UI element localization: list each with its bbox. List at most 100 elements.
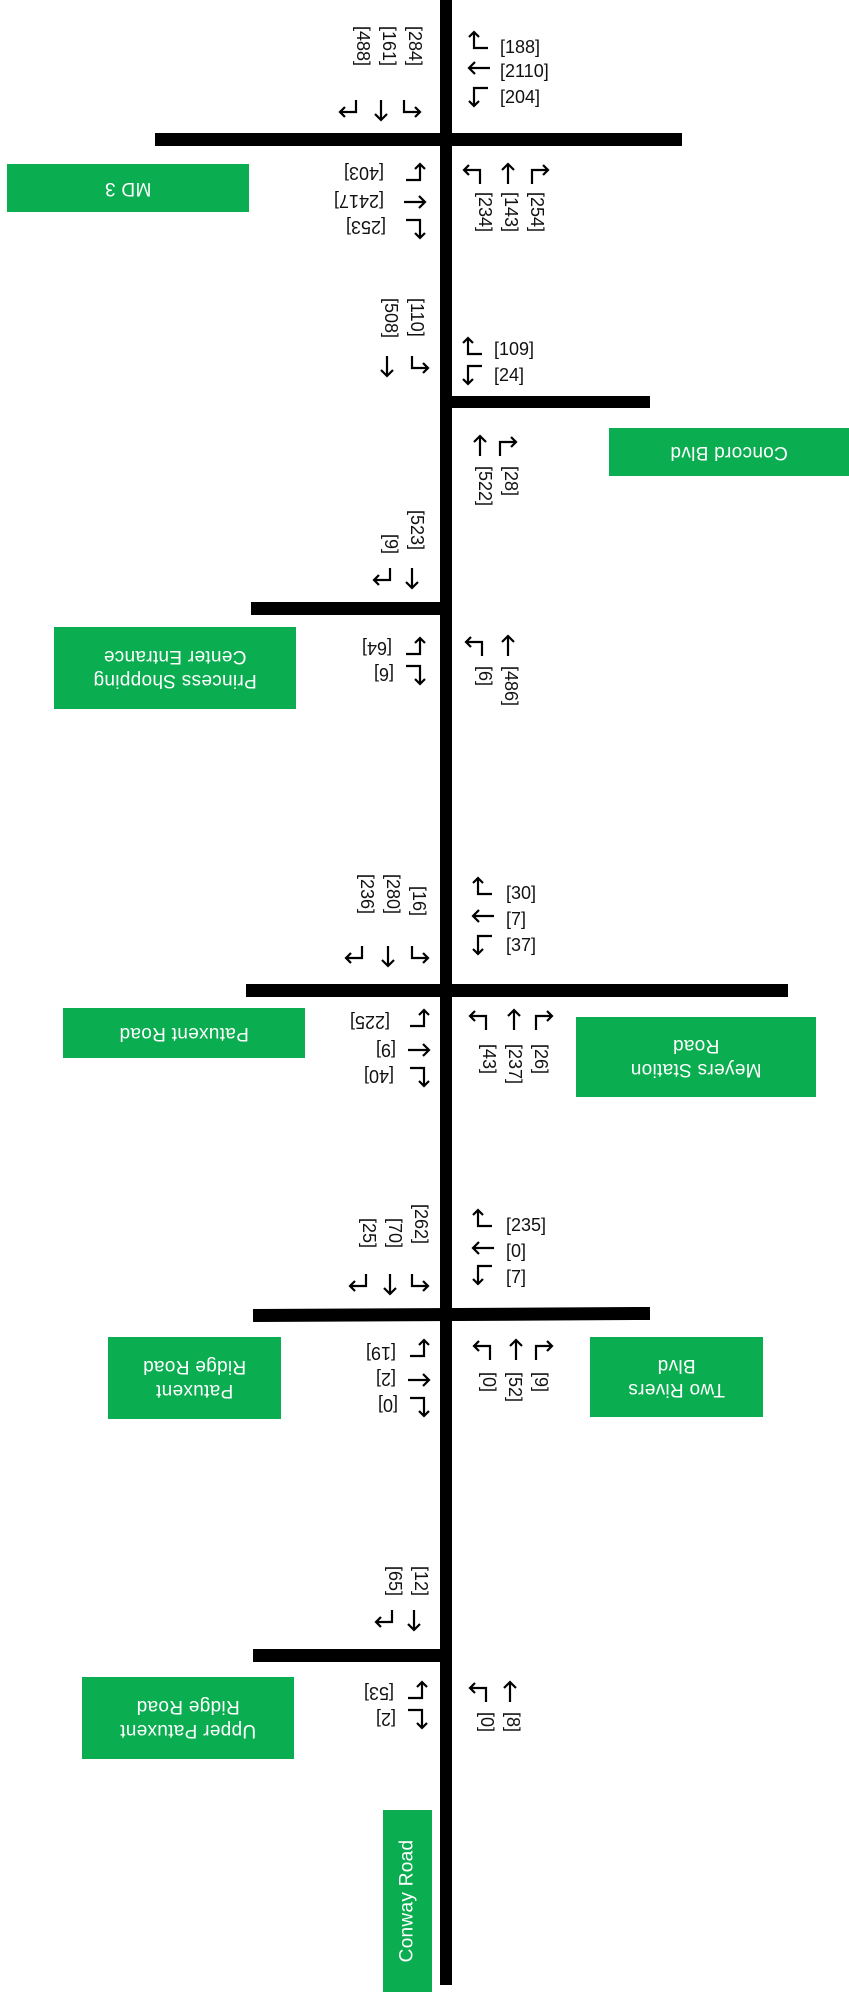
- count-upperpatuxent-south-1: [0]: [477, 1712, 497, 1733]
- count-patuxent-south-1: [43]: [479, 1044, 499, 1075]
- concord-south-right-turn-arrow: [496, 432, 520, 458]
- meyers-label: Meyers Station Road: [576, 1017, 816, 1097]
- upperpatuxent-north-right-turn-arrow: [372, 1608, 396, 1634]
- princess-north-through-arrow: [400, 566, 424, 592]
- tworivers-east-through-arrow: [470, 1238, 494, 1264]
- patuxent-north-right-turn-arrow: [342, 944, 366, 970]
- count-tworivers-south-2: [52]: [505, 1372, 525, 1403]
- count-tworivers-west-1: [19]: [366, 1343, 397, 1363]
- concord-east-left-turn-arrow: [460, 362, 484, 388]
- count-tworivers-south-1: [0]: [479, 1372, 499, 1393]
- count-md3-east-2: [2110]: [500, 61, 549, 81]
- patuxent-ridge-label: Patuxent Ridge Road: [108, 1337, 281, 1419]
- count-tworivers-east-2: [0]: [506, 1241, 527, 1261]
- upperpatuxent-west-left-turn-arrow: [406, 1706, 430, 1732]
- md3-west-left-turn-arrow: [404, 216, 428, 242]
- count-patuxent-south-2: [237]: [505, 1044, 525, 1085]
- count-tworivers-north-3: [262]: [411, 1204, 431, 1245]
- count-md3-north-3: [284]: [405, 26, 425, 67]
- patuxent-west-left-turn-arrow: [408, 1064, 432, 1090]
- upperpatuxent-north-through-arrow: [402, 1608, 426, 1634]
- patuxent-west-through-arrow: [408, 1040, 432, 1066]
- count-tworivers-east-3: [7]: [506, 1267, 527, 1287]
- md3-east-through-arrow: [466, 58, 490, 84]
- count-patuxent-east-3: [37]: [506, 935, 537, 955]
- count-upperpatuxent-north-1: [65]: [385, 1566, 405, 1597]
- two-rivers-label: Two Rivers Blvd: [590, 1337, 763, 1417]
- princess-road-line: [251, 602, 447, 615]
- count-princess-west-2: [6]: [374, 664, 395, 684]
- patuxent-road-line: [246, 984, 788, 997]
- md3-south-right-turn-arrow: [528, 160, 552, 186]
- tworivers-east-left-turn-arrow: [470, 1262, 494, 1288]
- upperpatuxent-west-right-turn-arrow: [406, 1678, 430, 1704]
- count-md3-west-3: [253]: [346, 217, 387, 237]
- patuxent-south-left-turn-arrow: [466, 1006, 490, 1032]
- patuxent-west-right-turn-arrow: [408, 1006, 432, 1032]
- count-patuxent-south-3: [26]: [531, 1044, 551, 1075]
- count-tworivers-north-1: [25]: [359, 1218, 379, 1249]
- md3-north-through-arrow: [369, 98, 393, 124]
- md3-south-through-arrow: [496, 160, 520, 186]
- count-concord-south-2: [28]: [501, 466, 521, 497]
- count-md3-east-3: [204]: [500, 87, 541, 107]
- count-upperpatuxent-west-1: [53]: [364, 1683, 395, 1703]
- count-tworivers-south-3: [9]: [531, 1372, 551, 1393]
- concord-south-through-arrow: [468, 432, 492, 458]
- tworivers-north-through-arrow: [378, 1272, 402, 1298]
- princess-label: Princess Shopping Center Entrance: [54, 627, 296, 709]
- md3-west-through-arrow: [404, 192, 428, 218]
- count-md3-south-2: [143]: [501, 192, 521, 233]
- upper-patuxent-road-line: [253, 1649, 447, 1662]
- patuxent-north-through-arrow: [376, 944, 400, 970]
- princess-west-right-turn-arrow: [404, 634, 428, 660]
- patuxent-south-through-arrow: [502, 1006, 526, 1032]
- md3-north-left-turn-arrow: [400, 98, 424, 124]
- count-patuxent-north-3: [16]: [409, 886, 429, 917]
- princess-south-through-arrow: [496, 632, 520, 658]
- count-concord-north-2: [110]: [407, 298, 427, 337]
- md3-east-left-turn-arrow: [466, 84, 490, 110]
- tworivers-north-right-turn-arrow: [346, 1272, 370, 1298]
- count-concord-south-1: [522]: [475, 466, 495, 507]
- count-md3-west-1: [403]: [344, 163, 385, 183]
- count-md3-south-3: [254]: [527, 192, 547, 233]
- count-md3-north-2: [161]: [379, 26, 399, 67]
- tworivers-south-left-turn-arrow: [470, 1336, 494, 1362]
- patuxent-road-label: Patuxent Road: [63, 1008, 305, 1058]
- tworivers-west-left-turn-arrow: [408, 1394, 432, 1420]
- upperpatuxent-south-through-arrow: [498, 1678, 522, 1704]
- conway-road-label: Conway Road: [383, 1810, 432, 1992]
- patuxent-south-right-turn-arrow: [532, 1006, 556, 1032]
- tworivers-north-left-turn-arrow: [408, 1272, 432, 1298]
- count-tworivers-east-1: [235]: [506, 1215, 547, 1235]
- md3-road-line: [155, 133, 682, 146]
- md3-east-right-turn-arrow: [466, 28, 490, 54]
- patuxent-east-right-turn-arrow: [470, 874, 494, 900]
- count-princess-west-1: [64]: [362, 638, 393, 658]
- upper-patuxent-label: Upper Patuxent Ridge Road: [82, 1677, 294, 1759]
- two-rivers-road-line: [252, 1306, 651, 1323]
- count-concord-east-2: [24]: [494, 365, 525, 385]
- count-princess-south-1: [6]: [475, 666, 495, 687]
- upperpatuxent-south-left-turn-arrow: [466, 1678, 490, 1704]
- count-concord-east-1: [109]: [494, 339, 535, 359]
- patuxent-east-through-arrow: [470, 906, 494, 932]
- md3-label: MD 3: [7, 164, 249, 212]
- concord-north-left-turn-arrow: [408, 354, 432, 380]
- princess-west-left-turn-arrow: [404, 662, 428, 688]
- md3-west-right-turn-arrow: [404, 160, 428, 186]
- concord-label: Concord Blvd: [609, 428, 849, 476]
- count-upperpatuxent-west-2: [2]: [376, 1709, 397, 1729]
- count-princess-north-1: [9]: [381, 534, 401, 555]
- count-md3-north-1: [488]: [353, 26, 373, 67]
- concord-north-through-arrow: [375, 354, 399, 380]
- count-patuxent-north-1: [236]: [357, 874, 377, 915]
- count-concord-north-1: [508]: [381, 298, 401, 339]
- count-tworivers-west-2: [2]: [376, 1369, 397, 1389]
- patuxent-north-left-turn-arrow: [408, 944, 432, 970]
- conway-road-label-text: Conway Road: [396, 1839, 418, 1963]
- count-patuxent-west-1: [225]: [350, 1012, 391, 1032]
- tworivers-east-right-turn-arrow: [470, 1206, 494, 1232]
